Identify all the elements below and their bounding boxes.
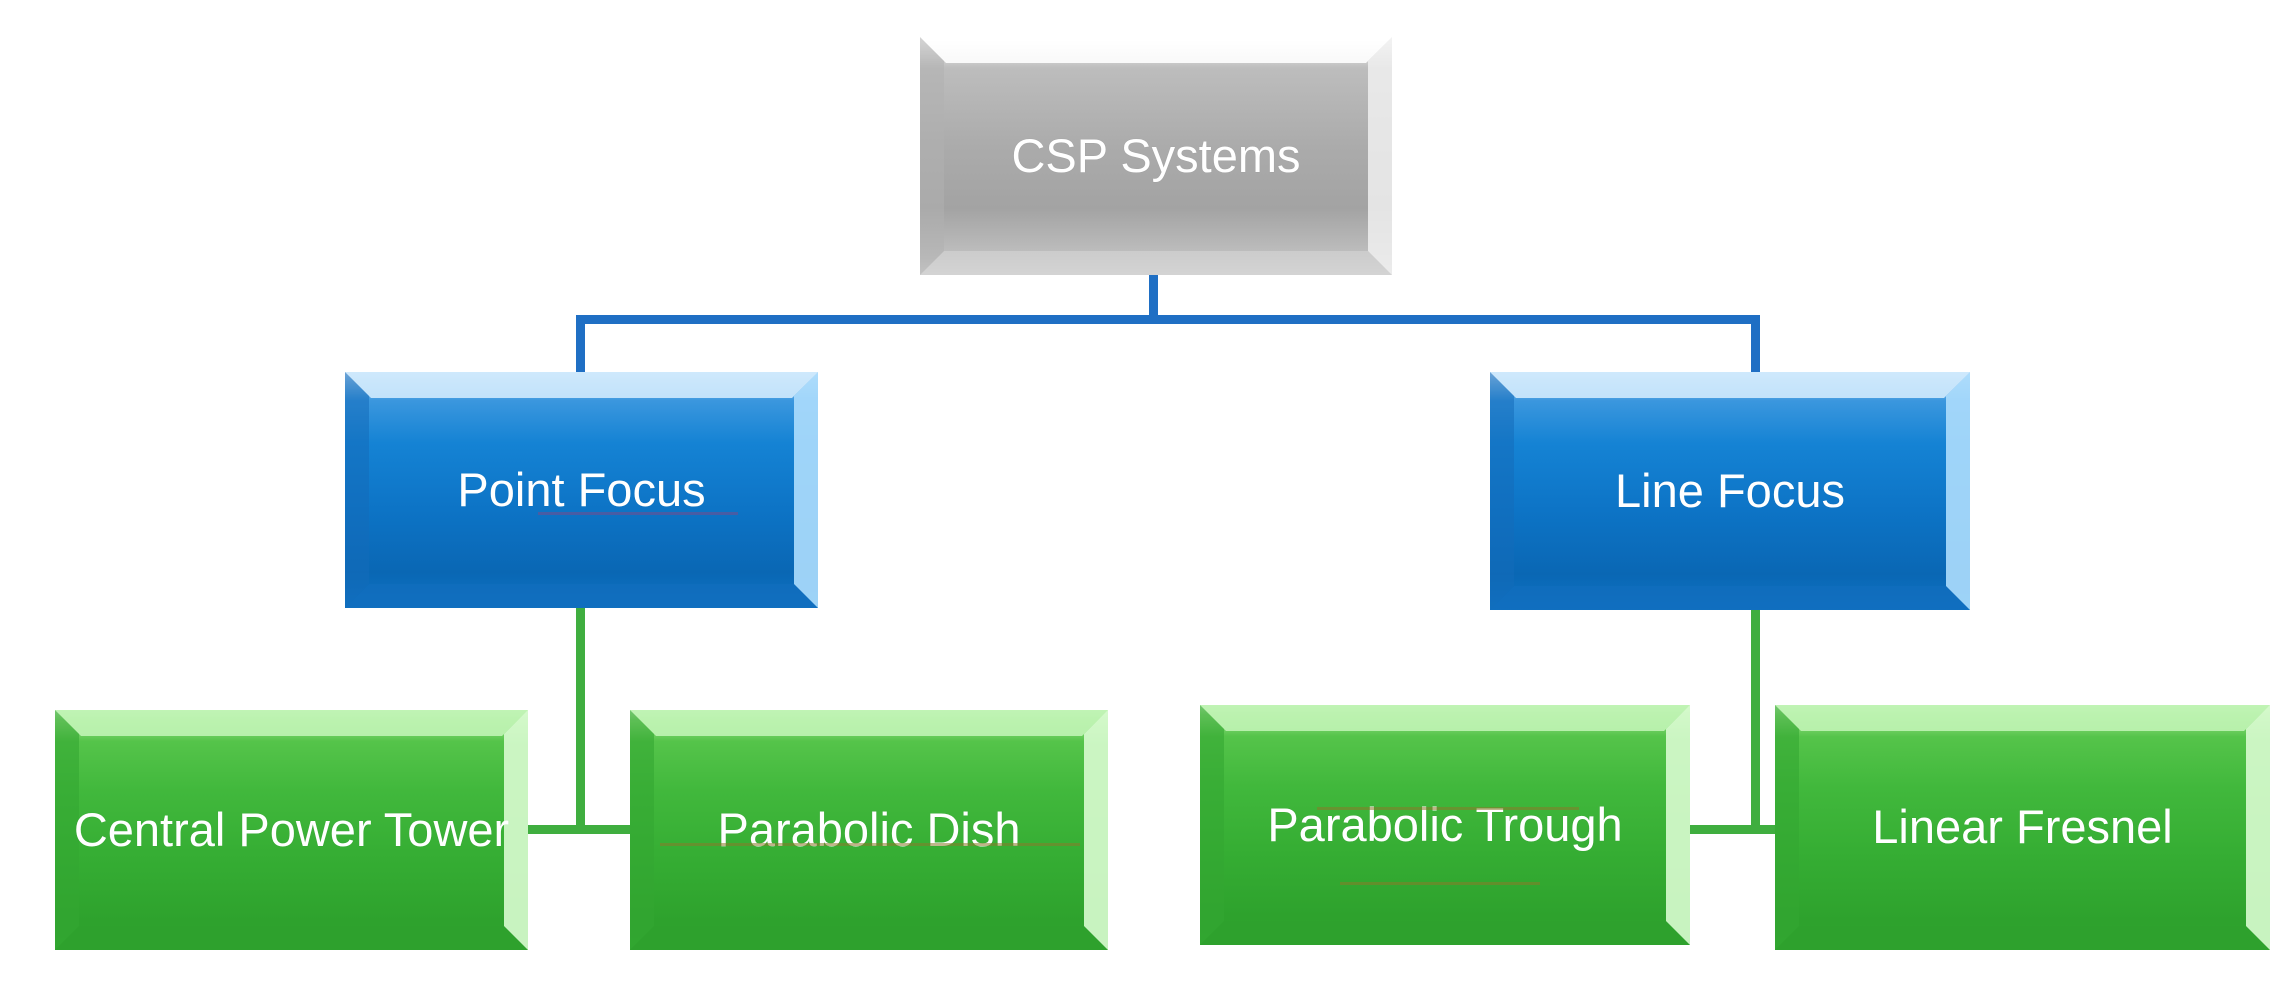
bevel-bottom-face	[630, 926, 1108, 950]
bevel-bottom-face	[1200, 921, 1690, 945]
connector-line-focus-stem	[1751, 606, 1760, 830]
bevel-top-face	[55, 710, 528, 736]
bevel-left-face	[1775, 705, 1799, 950]
connector-point-focus-to-central-power-tower	[520, 825, 580, 834]
bevel-left-face	[920, 37, 944, 275]
node-label-parabolic-trough: Parabolic Trough	[1267, 797, 1623, 851]
bevel-right-face	[1666, 705, 1690, 945]
connector-line-focus-to-parabolic-trough	[1683, 825, 1755, 834]
bevel-left-face	[345, 372, 369, 608]
connector-line-focus-to-linear-fresnel	[1751, 825, 1783, 834]
bevel-top-face	[630, 710, 1108, 736]
connector-point-focus-stem	[576, 606, 585, 830]
bevel-bottom-face	[920, 251, 1392, 275]
node-linear-fresnel[interactable]: Linear Fresnel	[1775, 705, 2270, 950]
connector-root-stem	[1149, 275, 1158, 323]
bevel-top-face	[345, 372, 818, 398]
bevel-top-face	[1490, 372, 1970, 398]
bevel-right-face	[794, 372, 818, 608]
node-parabolic-dish[interactable]: Parabolic Dish	[630, 710, 1108, 950]
connector-to-point-focus	[576, 315, 585, 375]
node-parabolic-trough[interactable]: Parabolic Trough	[1200, 705, 1690, 945]
bevel-right-face	[1368, 37, 1392, 275]
bevel-bottom-face	[55, 926, 528, 950]
bevel-bottom-face	[345, 584, 818, 608]
connector-to-line-focus	[1751, 315, 1760, 375]
node-point-focus[interactable]: Point Focus	[345, 372, 818, 608]
bevel-top-face	[1775, 705, 2270, 731]
bevel-top-face	[1200, 705, 1690, 731]
node-label-linear-fresnel: Linear Fresnel	[1872, 800, 2173, 854]
node-label-csp-systems: CSP Systems	[1011, 128, 1301, 182]
bevel-left-face	[1200, 705, 1224, 945]
node-label-point-focus: Point Focus	[457, 462, 706, 516]
node-central-power-tower[interactable]: Central Power Tower	[55, 710, 528, 950]
bevel-bottom-face	[1775, 926, 2270, 950]
node-label-line-focus: Line Focus	[1615, 463, 1845, 517]
bevel-bottom-face	[1490, 586, 1970, 610]
node-line-focus[interactable]: Line Focus	[1490, 372, 1970, 610]
bevel-right-face	[2246, 705, 2270, 950]
bevel-top-face	[920, 37, 1392, 63]
bevel-right-face	[1084, 710, 1108, 950]
node-label-central-power-tower: Central Power Tower	[73, 802, 510, 856]
bevel-left-face	[630, 710, 654, 950]
connector-point-focus-to-parabolic-dish	[576, 825, 638, 834]
bevel-left-face	[1490, 372, 1514, 610]
connector-level2-horizontal-bar	[576, 315, 1760, 324]
node-csp-systems[interactable]: CSP Systems	[920, 37, 1392, 275]
bevel-right-face	[1946, 372, 1970, 610]
node-label-parabolic-dish: Parabolic Dish	[717, 802, 1021, 856]
